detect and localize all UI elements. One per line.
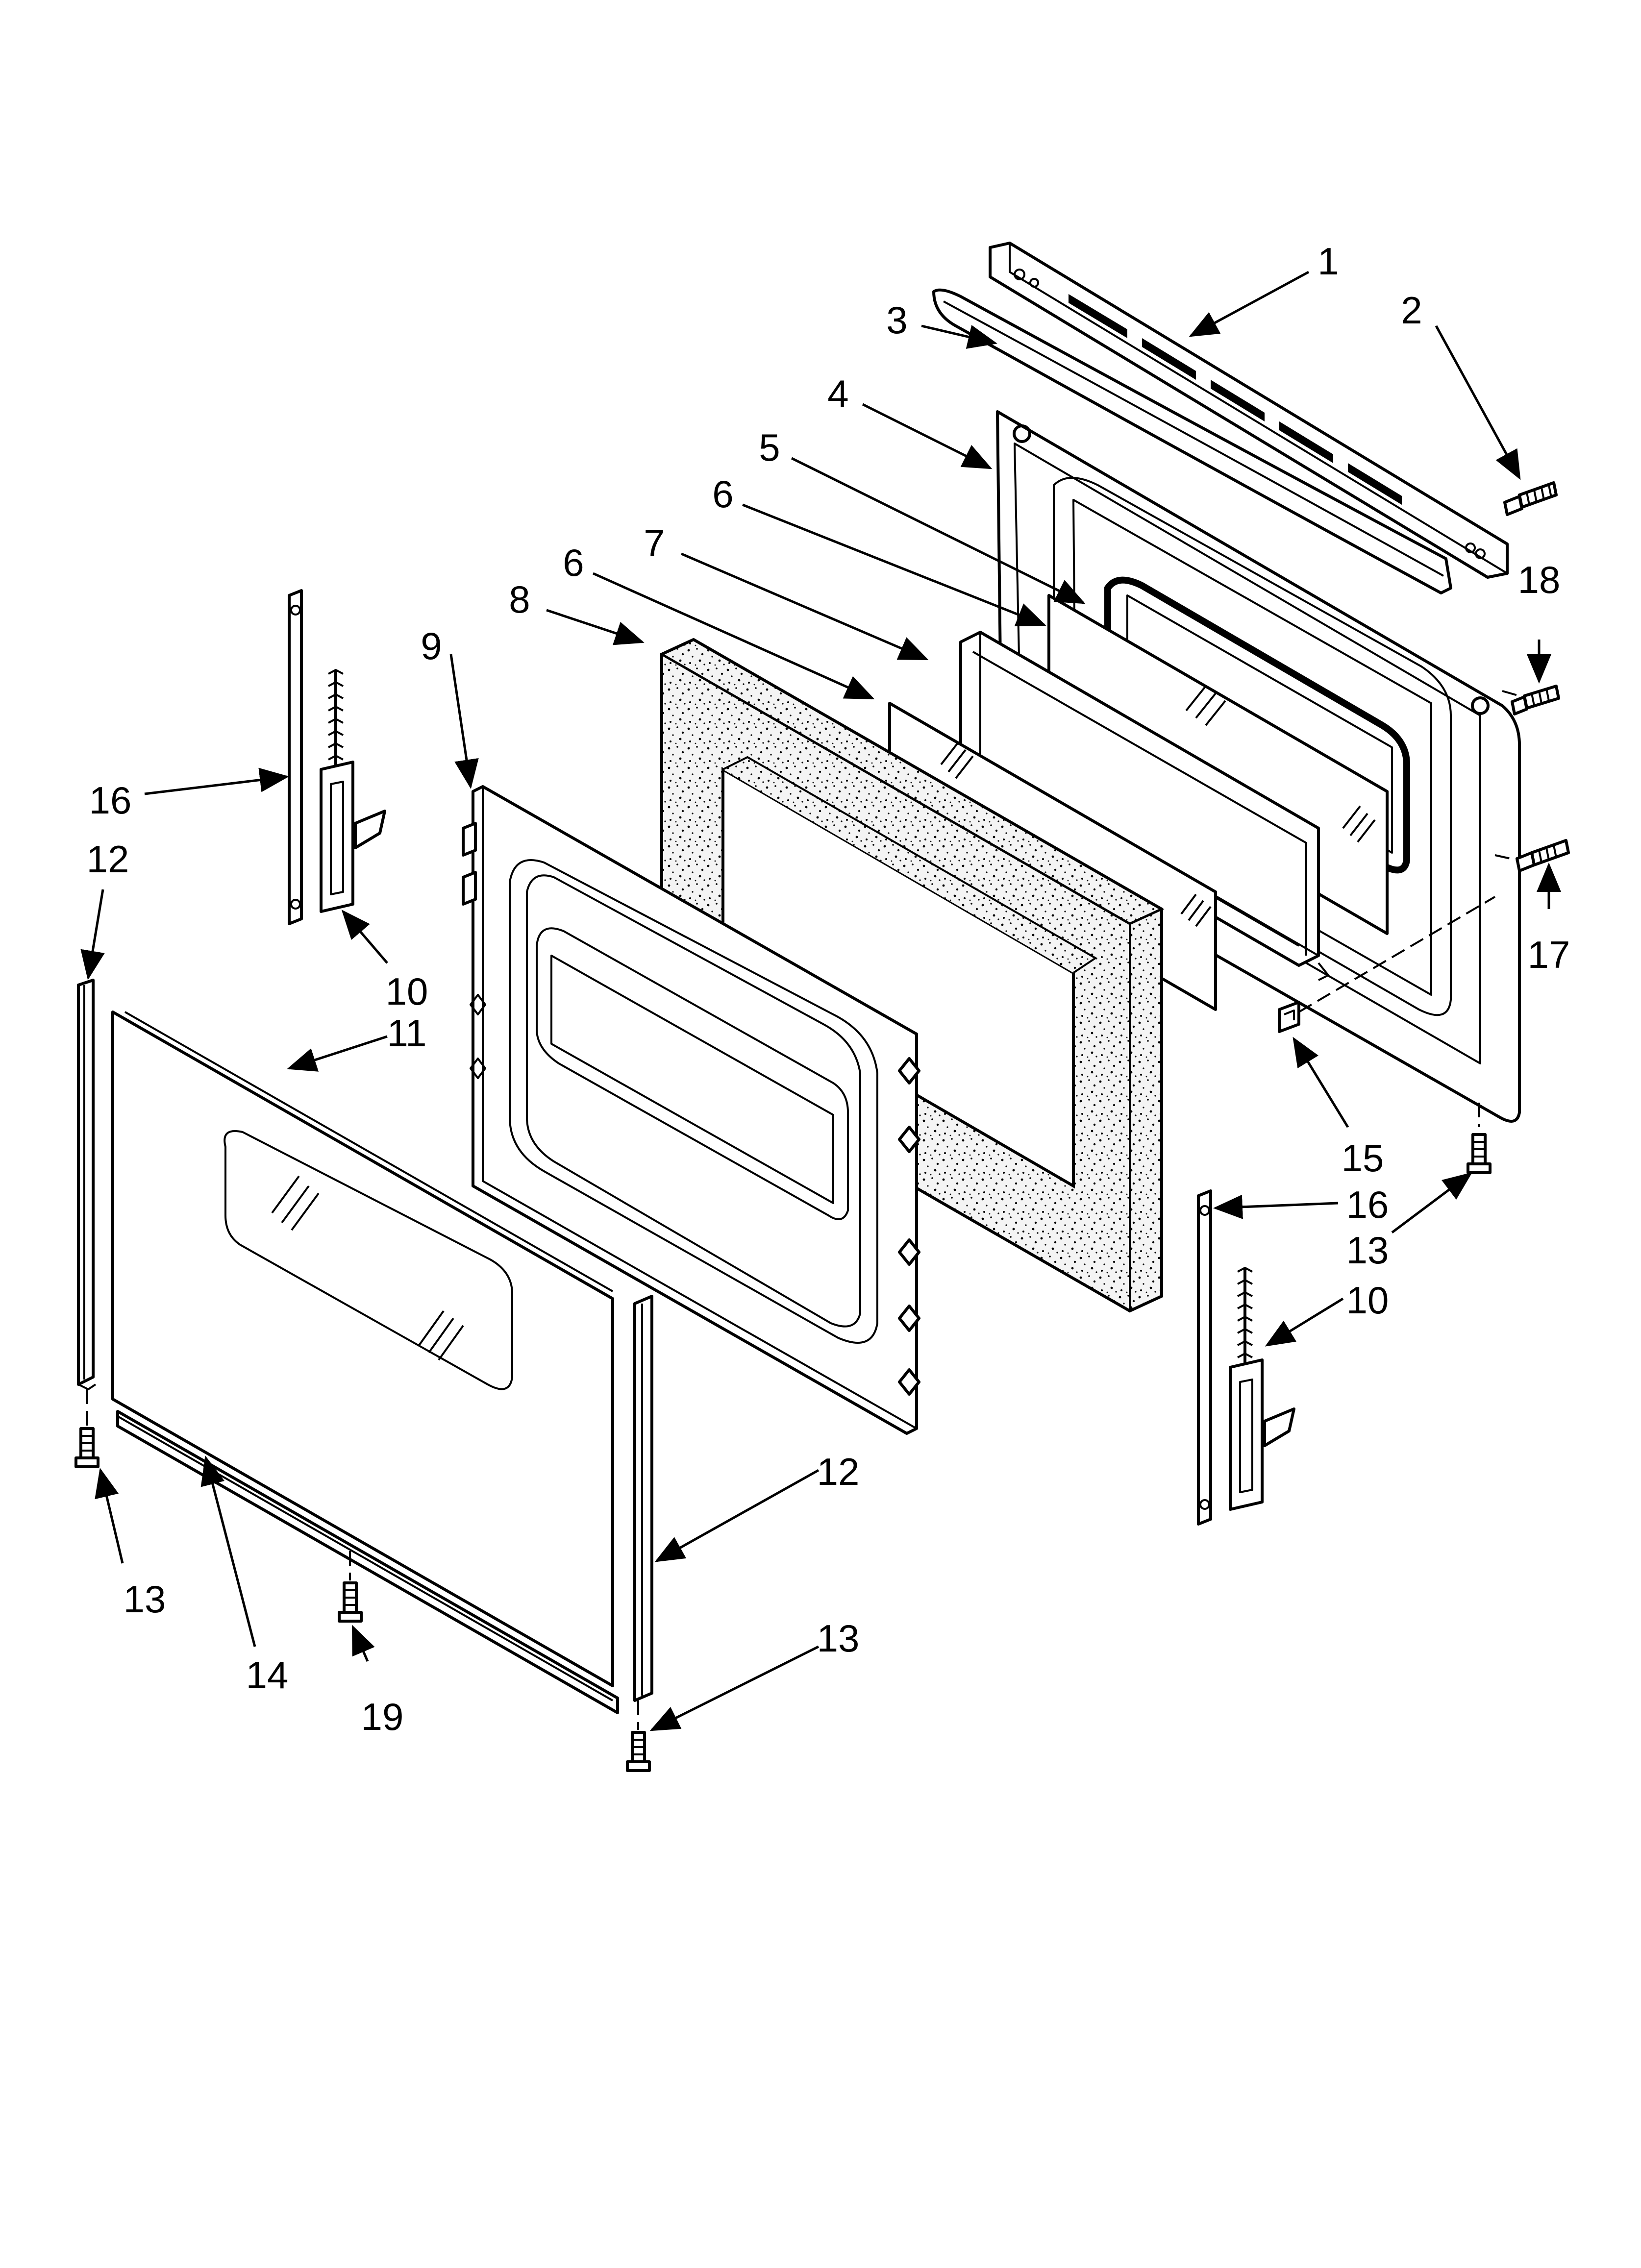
callout-13-right: 13 — [1346, 1229, 1389, 1272]
callout-12-left: 12 — [87, 838, 129, 881]
screw-19 — [338, 1581, 363, 1623]
vent-trim-part — [989, 242, 1509, 579]
callout-19: 19 — [361, 1695, 404, 1738]
callout-6a: 6 — [712, 472, 733, 516]
callout-16-right: 16 — [1346, 1183, 1389, 1226]
right-hinge-part — [1197, 1189, 1295, 1526]
callout-7: 7 — [644, 521, 665, 565]
door-handle-part — [932, 288, 1452, 594]
screw-2 — [1503, 481, 1558, 516]
left-side-trim-part — [77, 979, 97, 1390]
assembly-centerlines — [86, 690, 1520, 1730]
right-side-trim-part — [633, 1295, 653, 1702]
callout-15: 15 — [1342, 1136, 1384, 1180]
leader-lines — [80, 271, 1561, 1731]
screw-17 — [1516, 839, 1570, 872]
callout-6b: 6 — [563, 541, 584, 584]
outer-door-panel-part — [111, 1011, 614, 1687]
callout-17: 17 — [1528, 933, 1570, 976]
screw-13-bottom — [626, 1731, 651, 1772]
callout-4: 4 — [827, 372, 848, 415]
callout-1: 1 — [1318, 240, 1339, 283]
callout-5: 5 — [759, 426, 780, 469]
callout-12-right: 12 — [817, 1450, 860, 1493]
callout-3: 3 — [886, 298, 907, 342]
callout-8: 8 — [509, 578, 530, 621]
screw-18 — [1511, 685, 1560, 715]
callout-14: 14 — [246, 1653, 289, 1697]
callout-18: 18 — [1518, 558, 1561, 601]
callout-labels: 1 2 3 4 5 6 7 6 8 9 16 12 10 11 18 17 15… — [87, 240, 1570, 1738]
callout-9: 9 — [421, 624, 442, 667]
callout-16-left: 16 — [89, 779, 132, 822]
screw-13-left — [75, 1427, 99, 1468]
door-liner-part — [462, 785, 920, 1435]
clip-part — [1278, 1001, 1300, 1033]
bottom-trim-part — [116, 1410, 619, 1714]
callout-10-right: 10 — [1346, 1279, 1389, 1322]
callout-13-left: 13 — [124, 1578, 166, 1621]
left-hinge-part — [288, 589, 386, 925]
callout-13-bottom: 13 — [817, 1617, 860, 1660]
vent-slots — [1069, 294, 1402, 505]
insulation-part — [660, 638, 1165, 1313]
callout-2: 2 — [1401, 289, 1422, 332]
callout-10-left: 10 — [386, 970, 428, 1013]
callout-11: 11 — [387, 1011, 427, 1055]
screw-13-right — [1467, 1133, 1492, 1174]
